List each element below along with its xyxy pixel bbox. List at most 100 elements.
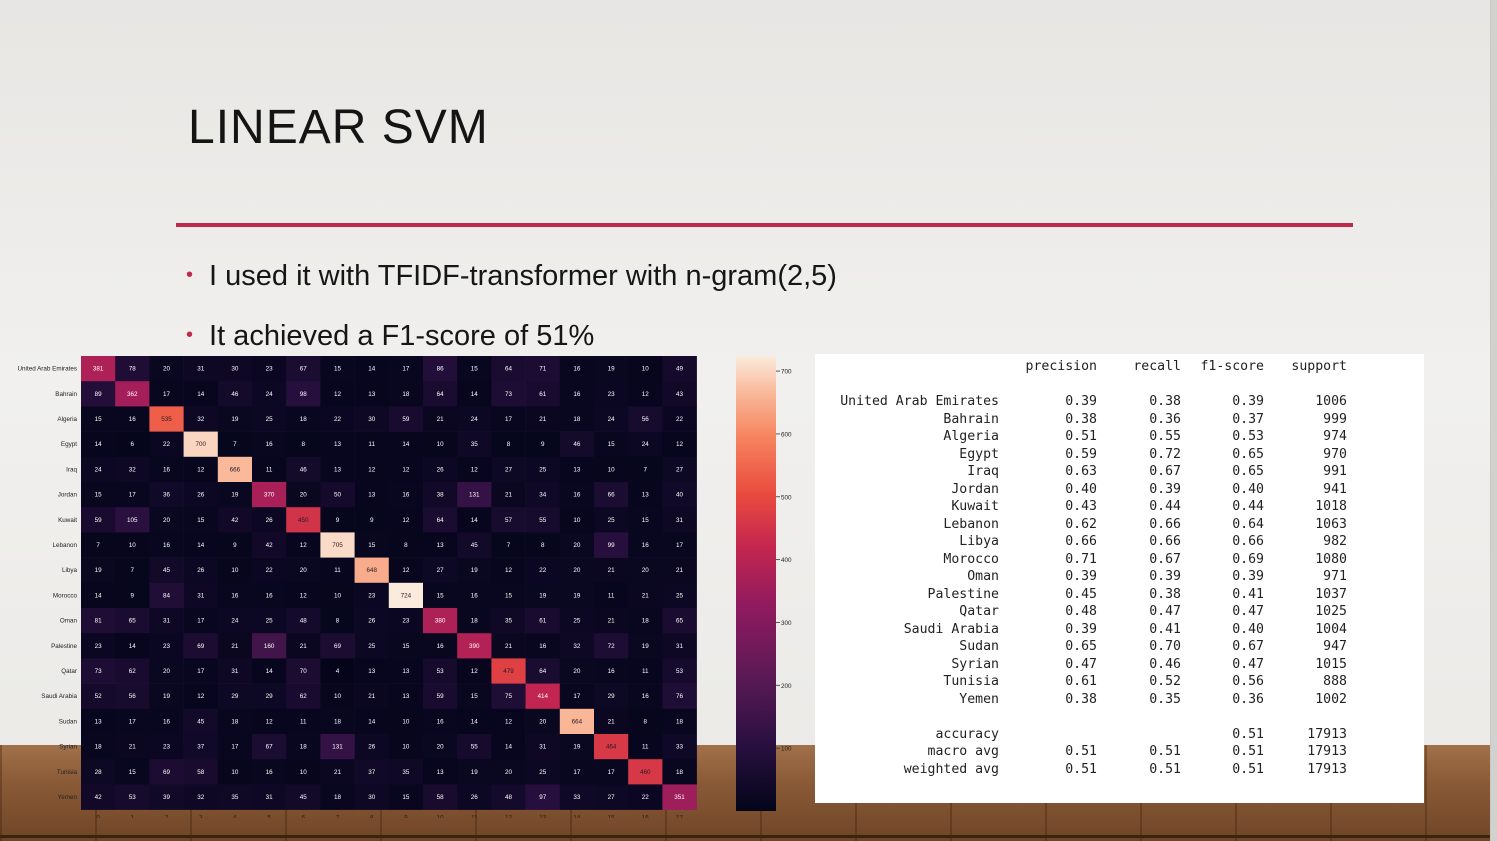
report-cell: 0.51 [1065, 744, 1097, 759]
heatmap-cell [457, 734, 492, 760]
heatmap-cell-value: 19 [231, 416, 239, 423]
heatmap-col-label: 11 [471, 815, 478, 818]
report-cell [837, 376, 999, 394]
heatmap-cell [423, 557, 458, 584]
report-cell: 0.39 [1232, 569, 1264, 584]
heatmap-cell [525, 431, 561, 458]
heatmap-cell-value: 67 [266, 744, 274, 751]
heatmap-cell [594, 734, 629, 760]
heatmap-cell [252, 582, 287, 609]
heatmap-cell-value: 13 [642, 492, 650, 499]
heatmap-cell-value: 97 [539, 794, 547, 801]
heatmap-cell-value: 12 [471, 466, 479, 473]
heatmap-cell [286, 356, 321, 382]
heatmap-cell [662, 356, 697, 382]
heatmap-cell [286, 431, 321, 458]
heatmap-cell [149, 633, 184, 659]
report-cell: 0.66 [1232, 534, 1264, 549]
bullet-text: I used it with TFIDF-transformer with n-… [209, 260, 837, 292]
heatmap-cell [491, 406, 526, 432]
heatmap-cell [559, 507, 595, 533]
heatmap-cell-value: 43 [676, 391, 684, 398]
heatmap-cell [491, 734, 526, 760]
report-cell: 0.62 [1065, 516, 1097, 532]
heatmap-cell-value: 11 [368, 441, 375, 448]
heatmap-cell-value: 14 [266, 668, 274, 675]
heatmap-cell-value: 16 [266, 592, 274, 599]
heatmap-cell-value: 460 [640, 769, 651, 776]
heatmap-cell-value: 26 [471, 794, 479, 801]
heatmap-cell-value: 19 [573, 592, 581, 599]
heatmap-cell-value: 16 [471, 592, 479, 599]
heatmap-cell [354, 532, 390, 558]
heatmap-cell [388, 759, 424, 785]
heatmap-cell-value: 19 [608, 366, 616, 373]
heatmap-cell [457, 683, 492, 710]
report-cell [1097, 376, 1181, 394]
heatmap-cell-value: 20 [437, 744, 445, 751]
heatmap-cell-value: 17 [573, 769, 581, 776]
heatmap-cell-value: 33 [676, 744, 684, 751]
heatmap-cell [559, 381, 595, 407]
heatmap-cell-value: 10 [231, 769, 239, 776]
heatmap-cell [81, 683, 116, 710]
heatmap-cell [320, 683, 355, 710]
heatmap-cell-value: 62 [300, 693, 308, 700]
heatmap-cell-value: 58 [437, 794, 445, 801]
heatmap-cell-value: 12 [300, 592, 308, 599]
heatmap-cell [217, 356, 253, 382]
heatmap-cell-value: 16 [573, 366, 581, 373]
report-cell: 971 [1323, 569, 1347, 584]
report-cell: 0.39 [1065, 569, 1097, 584]
report-cell: United Arab Emirates [840, 394, 999, 409]
heatmap-cell [252, 683, 287, 710]
heatmap-cell [491, 532, 526, 558]
heatmap-cell [628, 759, 663, 785]
heatmap-row-label: Palestine [51, 643, 77, 650]
report-cell [1264, 708, 1347, 726]
heatmap-cell-value: 12 [197, 466, 205, 473]
heatmap-cell-value: 16 [163, 718, 171, 725]
heatmap-cell [354, 734, 390, 760]
heatmap-cell-value: 25 [608, 517, 616, 524]
heatmap-cell-value: 13 [95, 718, 103, 725]
heatmap-cell [628, 482, 663, 508]
heatmap-cell-value: 21 [231, 643, 239, 650]
heatmap-cell-value: 28 [95, 769, 103, 776]
report-cell: 0.67 [1149, 551, 1181, 567]
heatmap-cell-value: 39 [163, 794, 171, 801]
heatmap-cell [217, 608, 253, 634]
heatmap-cell-value: 464 [606, 744, 617, 751]
heatmap-cell-value: 45 [163, 567, 171, 574]
report-cell: Sudan [959, 639, 999, 654]
heatmap-cell-value: 40 [676, 492, 684, 499]
heatmap-cell [594, 406, 629, 432]
report-cell: 0.66 [1149, 516, 1181, 532]
heatmap-cell [457, 532, 492, 558]
heatmap-cell [149, 708, 184, 735]
heatmap-cell [525, 557, 561, 584]
heatmap-cell [81, 784, 116, 810]
heatmap-cell-value: 10 [573, 517, 581, 524]
heatmap-cell [320, 381, 355, 407]
heatmap-cell-value: 16 [437, 643, 445, 650]
heatmap-cell-value: 14 [471, 517, 479, 524]
report-cell: 0.51 [1065, 429, 1097, 444]
heatmap-cell-value: 78 [129, 366, 137, 373]
heatmap-cell [525, 356, 561, 382]
heatmap-col-label: 8 [370, 815, 374, 818]
bullet-dot-icon: • [186, 324, 194, 346]
heatmap-cell-value: 15 [95, 416, 103, 423]
report-cell: 17913 [1307, 761, 1347, 777]
heatmap-cell [320, 734, 355, 760]
heatmap-cell-value: 700 [195, 441, 206, 448]
heatmap-cell-value: 48 [300, 618, 308, 625]
colorbar-tick-label: 300 [781, 620, 792, 627]
slide-title: LINEAR SVM [188, 101, 489, 154]
